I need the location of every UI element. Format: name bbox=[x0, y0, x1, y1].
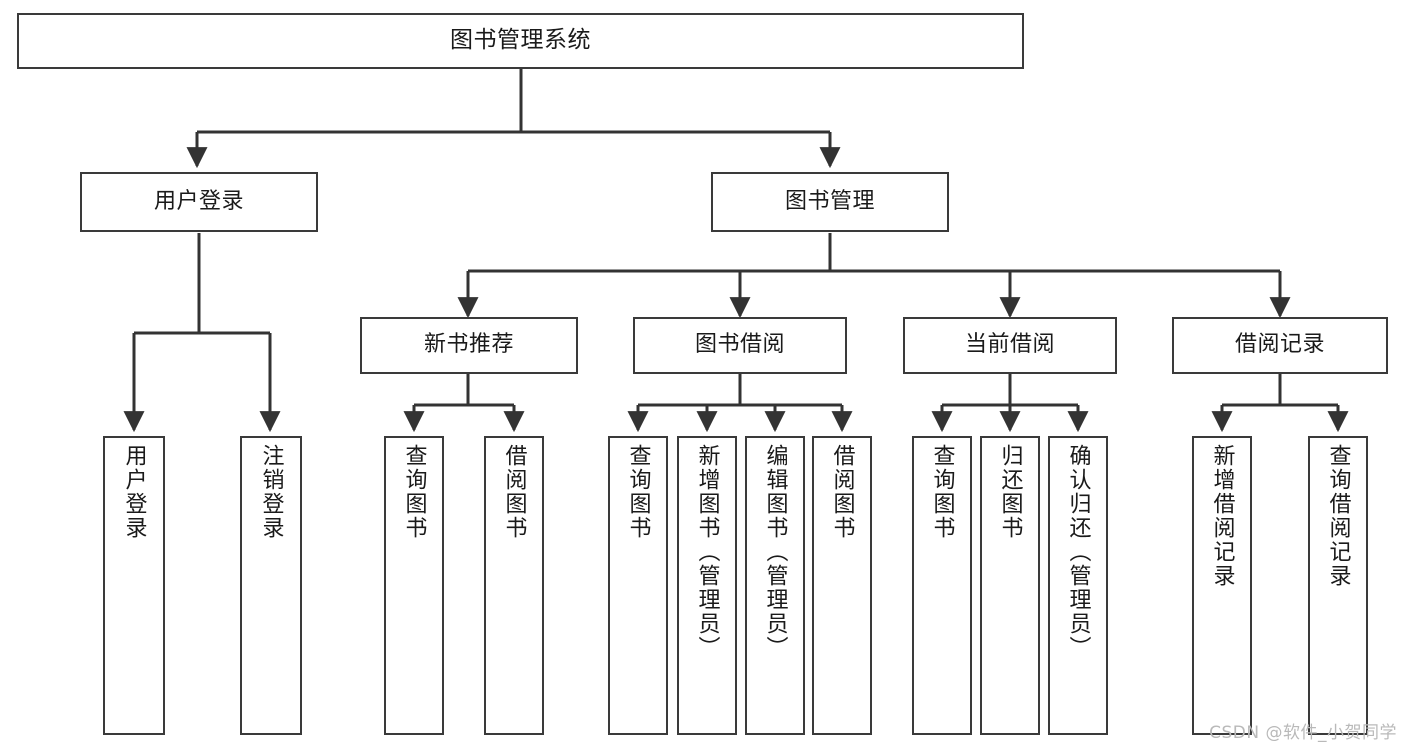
node-label: 用户登录 bbox=[153, 188, 244, 214]
node-label: 用户登录 bbox=[121, 444, 147, 540]
node-leaf-record-query-borrow-record[interactable]: 查询借阅记录 bbox=[1308, 436, 1368, 735]
node-leaf-borrow-add-book-admin[interactable]: 新增图书（管理员） bbox=[677, 436, 737, 735]
node-label: 图书管理 bbox=[784, 188, 875, 214]
node-leaf-record-add-borrow-record[interactable]: 新增借阅记录 bbox=[1192, 436, 1252, 735]
node-book-borrow[interactable]: 图书借阅 bbox=[633, 317, 847, 374]
node-book-management[interactable]: 图书管理 bbox=[711, 172, 949, 232]
node-label: 归还图书 bbox=[997, 444, 1023, 540]
node-borrow-record[interactable]: 借阅记录 bbox=[1172, 317, 1388, 374]
node-label: 确认归还（管理员） bbox=[1065, 444, 1091, 660]
node-leaf-current-return-book[interactable]: 归还图书 bbox=[980, 436, 1040, 735]
node-leaf-user-login[interactable]: 用户登录 bbox=[103, 436, 165, 735]
node-label: 编辑图书（管理员） bbox=[762, 444, 788, 660]
node-label: 图书管理系统 bbox=[450, 27, 591, 54]
csdn-watermark: CSDN @软件_小贺同学 bbox=[1209, 723, 1397, 743]
node-label: 查询图书 bbox=[401, 444, 427, 540]
node-label: 新增借阅记录 bbox=[1209, 444, 1235, 588]
node-leaf-borrow-edit-book-admin[interactable]: 编辑图书（管理员） bbox=[745, 436, 805, 735]
node-label: 查询图书 bbox=[625, 444, 651, 540]
node-label: 借阅图书 bbox=[829, 444, 855, 540]
node-label: 注销登录 bbox=[258, 444, 284, 540]
node-leaf-user-logout[interactable]: 注销登录 bbox=[240, 436, 302, 735]
node-root-book-management-system[interactable]: 图书管理系统 bbox=[17, 13, 1024, 69]
node-leaf-recommend-borrow-book[interactable]: 借阅图书 bbox=[484, 436, 544, 735]
node-label: 查询图书 bbox=[929, 444, 955, 540]
node-label: 新书推荐 bbox=[423, 332, 514, 358]
node-leaf-borrow-query-book[interactable]: 查询图书 bbox=[608, 436, 668, 735]
node-label: 查询借阅记录 bbox=[1325, 444, 1351, 588]
node-leaf-current-query-book[interactable]: 查询图书 bbox=[912, 436, 972, 735]
node-new-book-recommendation[interactable]: 新书推荐 bbox=[360, 317, 578, 374]
node-current-borrow[interactable]: 当前借阅 bbox=[903, 317, 1117, 374]
node-label: 借阅记录 bbox=[1234, 332, 1325, 358]
node-leaf-recommend-query-book[interactable]: 查询图书 bbox=[384, 436, 444, 735]
node-user-login[interactable]: 用户登录 bbox=[80, 172, 318, 232]
node-leaf-borrow-borrow-book[interactable]: 借阅图书 bbox=[812, 436, 872, 735]
node-label: 借阅图书 bbox=[501, 444, 527, 540]
node-label: 新增图书（管理员） bbox=[694, 444, 720, 660]
node-leaf-current-confirm-return-admin[interactable]: 确认归还（管理员） bbox=[1048, 436, 1108, 735]
node-label: 当前借阅 bbox=[964, 332, 1055, 358]
node-label: 图书借阅 bbox=[694, 332, 785, 358]
